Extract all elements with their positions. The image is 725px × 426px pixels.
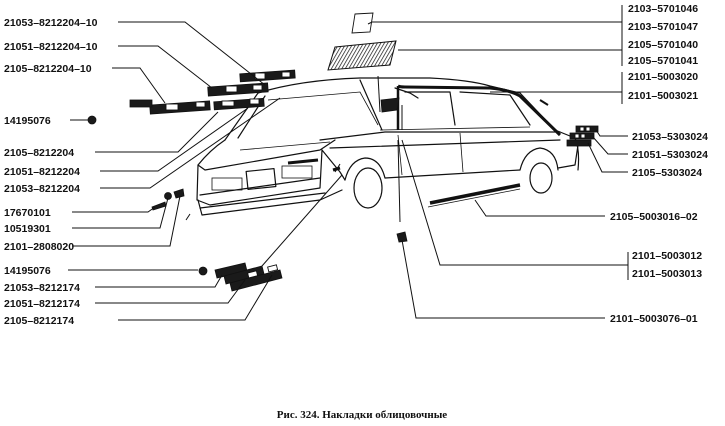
loose-parts [87, 12, 599, 292]
label-l14: 2105–8212174 [4, 315, 74, 327]
label-r10: 2105–5003016–02 [610, 211, 698, 223]
label-r12: 2101–5003013 [632, 268, 702, 280]
label-l2: 21051–8212204–10 [4, 41, 98, 53]
clip-part [396, 231, 408, 243]
label-r3: 2105–5701040 [628, 39, 698, 51]
left-part-labels: 21053–8212204–10 21051–8212204–10 2105–8… [4, 17, 98, 327]
rear-badge-set-upper [87, 69, 296, 125]
label-r11: 2101–5003012 [632, 250, 702, 262]
front-badge-set-lower [198, 262, 283, 292]
label-l6: 21051–8212204 [4, 166, 80, 178]
side-badge-set-right [566, 125, 599, 147]
label-r2: 2103–5701047 [628, 21, 698, 33]
window-trim-plate [327, 40, 397, 71]
fasteners [151, 188, 185, 211]
label-r7: 21053–5303024 [632, 131, 708, 143]
label-r13: 2101–5003076–01 [610, 313, 698, 325]
label-l4: 14195076 [4, 115, 51, 127]
label-l1: 21053–8212204–10 [4, 17, 98, 29]
label-r1: 2103–5701046 [628, 3, 698, 15]
label-l13: 21051–8212174 [4, 298, 80, 310]
leader-lines [68, 5, 629, 321]
label-l10: 2101–2808020 [4, 241, 74, 253]
axis-lines [185, 75, 401, 223]
label-r5: 2101–5003020 [628, 71, 698, 83]
label-l7: 21053–8212204 [4, 183, 80, 195]
label-r9: 2105–5303024 [632, 167, 702, 179]
figure-caption: Рис. 324. Накладки облицовочные [277, 409, 448, 421]
label-l12: 21053–8212174 [4, 282, 80, 294]
label-l11: 14195076 [4, 265, 51, 277]
label-l9: 10519301 [4, 223, 51, 235]
label-r8: 21051–5303024 [632, 149, 708, 161]
label-r4: 2105–5701041 [628, 55, 698, 67]
label-l5: 2105–8212204 [4, 147, 74, 159]
label-l3: 2105–8212204–10 [4, 63, 92, 75]
label-l8: 17670101 [4, 207, 51, 219]
label-r6: 2101–5003021 [628, 90, 698, 102]
right-part-labels: 2103–5701046 2103–5701047 2105–5701040 2… [610, 3, 708, 325]
nameplate-small [351, 12, 374, 34]
